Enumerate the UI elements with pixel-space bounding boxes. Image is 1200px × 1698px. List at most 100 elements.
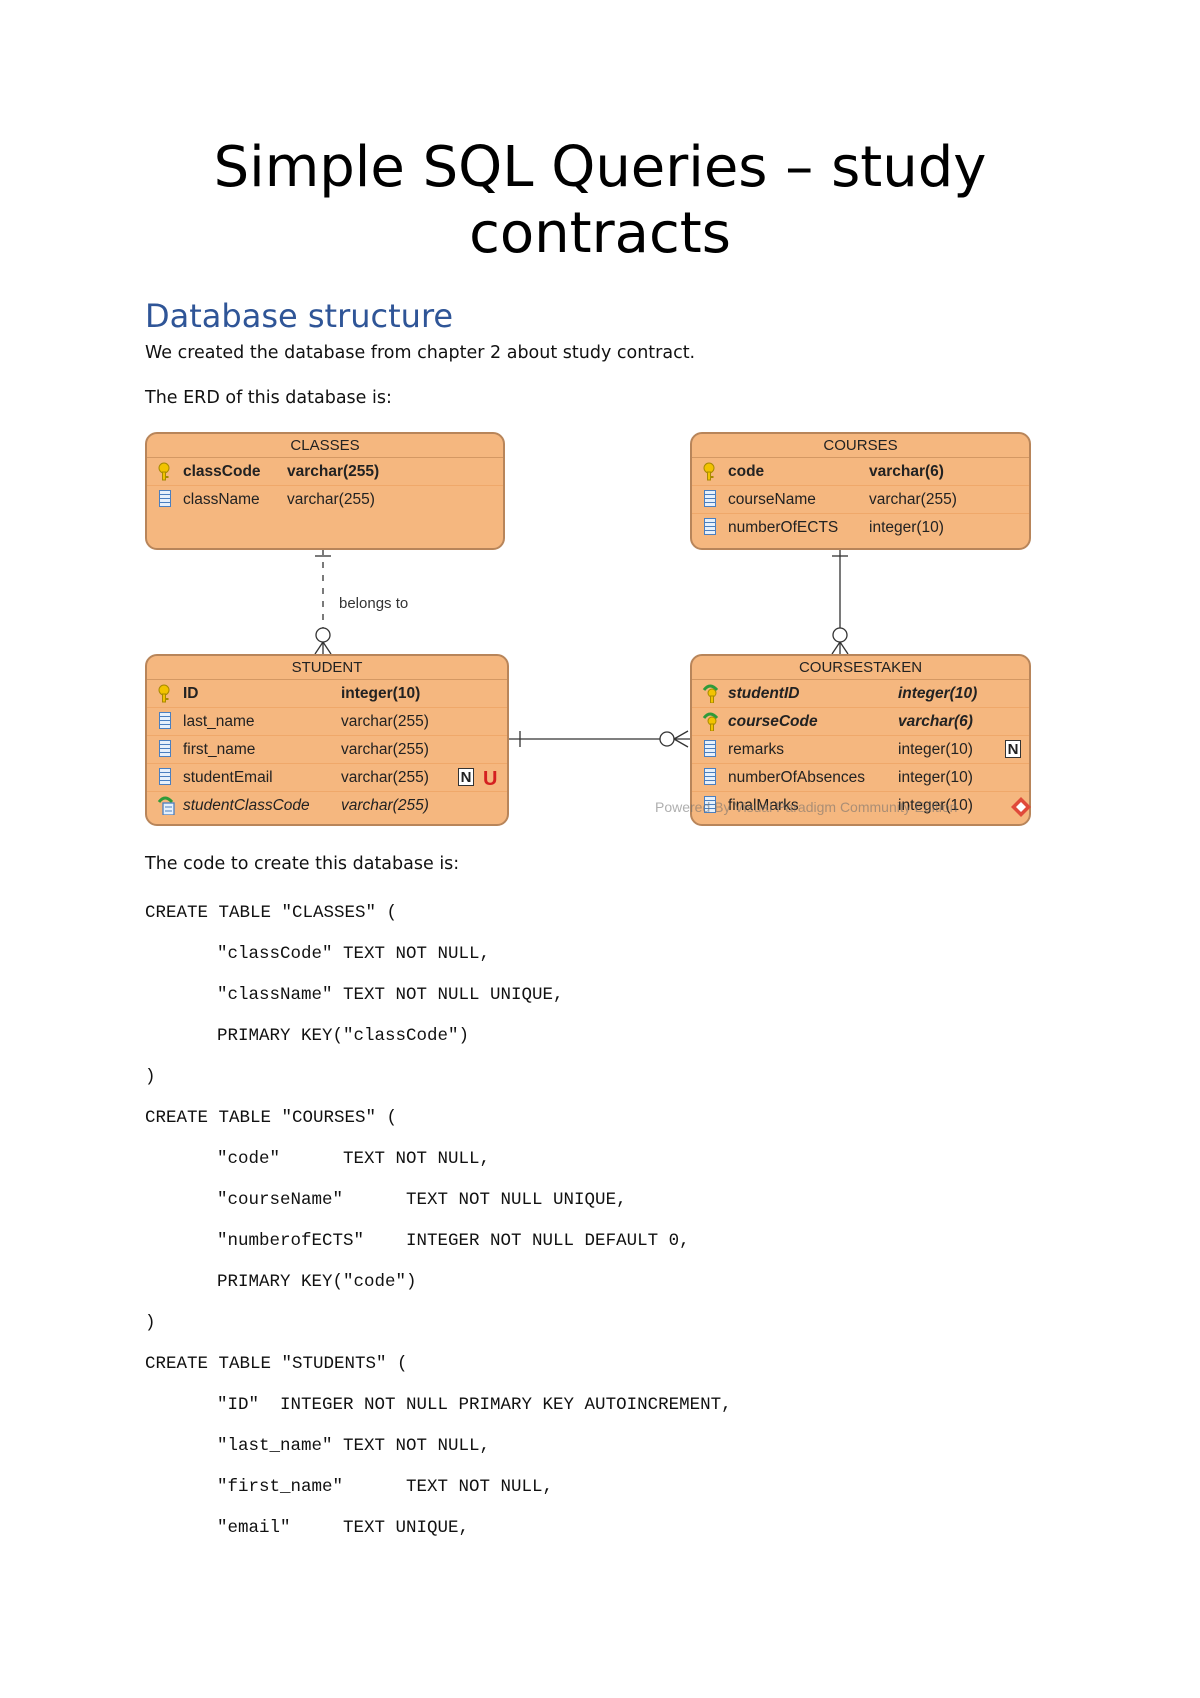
- foreign-primary-key-icon: [702, 684, 720, 704]
- column-row: courseCode varchar(6): [692, 708, 1029, 736]
- column-type: varchar(255): [341, 741, 429, 758]
- column-row: code varchar(6): [692, 458, 1029, 486]
- column-icon: [157, 768, 175, 787]
- erd-diagram: belongs to CLASSES classCode varchar(255…: [145, 432, 1035, 827]
- column-type: varchar(255): [287, 463, 380, 480]
- entity-title: CLASSES: [147, 434, 503, 458]
- column-icon: [702, 740, 720, 759]
- relationship-lines: [314, 549, 849, 748]
- column-name: first_name: [183, 741, 256, 758]
- primary-key-icon: [702, 462, 720, 481]
- code-line: CREATE TABLE "STUDENTS" (: [145, 1354, 408, 1374]
- column-icon: [157, 712, 175, 731]
- zero-mark-coursestaken: [832, 627, 848, 643]
- column-type: varchar(255): [869, 491, 957, 508]
- column-type: integer(10): [341, 685, 421, 702]
- zero-mark-ct: [659, 731, 675, 747]
- watermark-text: Powered By Visual Paradigm Community Edi…: [655, 799, 958, 815]
- sql-code-block: CREATE TABLE "CLASSES" ( "classCode" TEX…: [145, 893, 732, 1549]
- column-name: code: [728, 463, 765, 480]
- column-type: varchar(255): [341, 713, 429, 730]
- column-icon: [702, 768, 720, 787]
- foreign-key-icon: [157, 796, 175, 816]
- crow-foot-coursestaken-left: [831, 641, 841, 655]
- title-line-1: Simple SQL Queries – study: [213, 135, 987, 200]
- code-line: "className" TEXT NOT NULL UNIQUE,: [217, 985, 564, 1005]
- column-type: integer(10): [898, 685, 978, 702]
- column-row: numberOfECTS integer(10): [692, 514, 1029, 541]
- code-line: "courseName" TEXT NOT NULL UNIQUE,: [217, 1190, 627, 1210]
- column-type: integer(10): [898, 769, 973, 786]
- crow-foot-ct-top: [673, 730, 689, 740]
- page-title: Simple SQL Queries – study contracts: [0, 135, 1200, 267]
- intro-paragraph: We created the database from chapter 2 a…: [145, 343, 696, 363]
- column-icon: [157, 740, 175, 759]
- crow-foot-student-left: [314, 641, 324, 655]
- unique-badge: U: [483, 768, 498, 790]
- code-line: "first_name" TEXT NOT NULL,: [217, 1477, 554, 1497]
- primary-key-icon: [157, 684, 175, 703]
- primary-key-icon: [157, 462, 175, 481]
- section-heading: Database structure: [145, 297, 454, 335]
- column-name: remarks: [728, 741, 784, 758]
- column-row: courseName varchar(255): [692, 486, 1029, 514]
- entity-title: COURSESTAKEN: [692, 656, 1029, 680]
- code-intro-paragraph: The code to create this database is:: [145, 854, 460, 874]
- code-line: ): [145, 1067, 156, 1087]
- entity-classes[interactable]: CLASSES classCode varchar(255) className…: [145, 432, 505, 550]
- column-name: numberOfECTS: [728, 519, 839, 536]
- code-line: "numberofECTS" INTEGER NOT NULL DEFAULT …: [217, 1231, 690, 1251]
- column-type: integer(10): [869, 519, 944, 536]
- code-line: "code" TEXT NOT NULL,: [217, 1149, 491, 1169]
- entity-student[interactable]: STUDENT ID integer(10) last_name varchar…: [145, 654, 509, 826]
- visual-paradigm-logo-icon: [1011, 797, 1031, 817]
- column-type: varchar(255): [287, 491, 375, 508]
- code-line: PRIMARY KEY("classCode"): [217, 1026, 470, 1046]
- entity-courses[interactable]: COURSES code varchar(6) courseName varch…: [690, 432, 1031, 550]
- column-name: studentClassCode: [183, 797, 310, 814]
- column-name: studentID: [728, 685, 800, 702]
- column-row: studentEmail varchar(255) N U: [147, 764, 507, 792]
- crow-foot-ct-bottom: [673, 738, 689, 748]
- code-line: PRIMARY KEY("code"): [217, 1272, 417, 1292]
- entity-title: COURSES: [692, 434, 1029, 458]
- column-row: numberOfAbsences integer(10): [692, 764, 1029, 792]
- column-name: finalMarks: [728, 797, 799, 814]
- column-row: studentClassCode varchar(255): [147, 792, 507, 819]
- entity-title: STUDENT: [147, 656, 507, 680]
- crow-foot-student-right: [322, 641, 332, 655]
- column-row: studentID integer(10): [692, 680, 1029, 708]
- column-name: last_name: [183, 713, 255, 730]
- column-row: last_name varchar(255): [147, 708, 507, 736]
- column-row: first_name varchar(255): [147, 736, 507, 764]
- column-icon: [702, 490, 720, 509]
- code-line: ): [145, 1313, 156, 1333]
- column-name: ID: [183, 685, 199, 702]
- column-name: numberOfAbsences: [728, 769, 865, 786]
- column-type: varchar(255): [341, 797, 429, 814]
- column-row: remarks integer(10) N: [692, 736, 1029, 764]
- column-name: classCode: [183, 463, 261, 480]
- title-line-2: contracts: [469, 201, 731, 266]
- column-icon: [157, 490, 175, 509]
- code-line: "ID" INTEGER NOT NULL PRIMARY KEY AUTOIN…: [217, 1395, 732, 1415]
- crow-foot-coursestaken-right: [839, 641, 849, 655]
- entity-coursestaken[interactable]: COURSESTAKEN studentID integer(10) cours…: [690, 654, 1031, 826]
- column-name: courseName: [728, 491, 816, 508]
- column-icon: [702, 796, 720, 815]
- column-name: courseCode: [728, 713, 818, 730]
- column-name: studentEmail: [183, 769, 273, 786]
- column-type: integer(10): [898, 741, 973, 758]
- nullable-badge: N: [458, 768, 474, 786]
- code-line: "classCode" TEXT NOT NULL,: [217, 944, 491, 964]
- column-icon: [702, 518, 720, 537]
- code-line: "email" TEXT UNIQUE,: [217, 1518, 470, 1538]
- code-line: CREATE TABLE "CLASSES" (: [145, 903, 398, 923]
- column-row: ID integer(10): [147, 680, 507, 708]
- column-type: varchar(6): [869, 463, 944, 480]
- foreign-primary-key-icon: [702, 712, 720, 732]
- relationship-label: belongs to: [339, 595, 409, 612]
- column-type: varchar(6): [898, 713, 973, 730]
- column-row: finalMarks integer(10): [692, 792, 1029, 819]
- column-type: integer(10): [898, 797, 973, 814]
